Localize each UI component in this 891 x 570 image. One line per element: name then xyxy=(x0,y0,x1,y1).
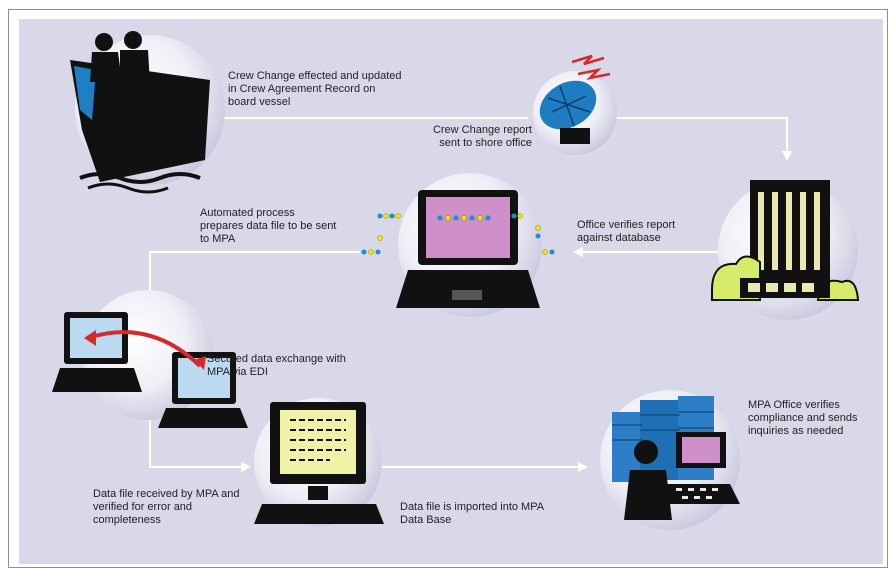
mpa-office-operator-icon xyxy=(600,390,740,530)
data-dots-icon xyxy=(361,213,555,255)
label-secured-exchange: Secured data exchange with MPA via EDI xyxy=(207,353,346,378)
label-automated-process: Automated process prepares data file to … xyxy=(200,207,337,245)
flow-dish-to-office xyxy=(610,117,792,161)
label-mpa-office-verifies: MPA Office verifies compliance and sends… xyxy=(748,399,858,437)
label-crew-change-onboard: Crew Change effected and updated in Crew… xyxy=(228,70,402,108)
laptop-icon xyxy=(396,173,542,317)
computer-terminal-icon xyxy=(254,398,384,526)
flow-lines xyxy=(149,117,792,472)
flow-laptop-to-edi xyxy=(149,251,360,305)
label-data-file-imported: Data file is imported into MPA Data Base xyxy=(400,501,544,526)
office-building-icon xyxy=(711,180,860,320)
flow-edi-to-terminal xyxy=(149,405,251,472)
laptops-data-exchange-icon xyxy=(52,290,248,428)
label-office-verifies: Office verifies report against database xyxy=(577,219,676,244)
ship-with-crew-icon xyxy=(70,31,225,194)
label-report-sent-shore: Crew Change report sent to shore office xyxy=(432,124,532,149)
satellite-dish-icon xyxy=(533,54,617,155)
label-data-file-received: Data file received by MPA and verified f… xyxy=(93,488,240,526)
